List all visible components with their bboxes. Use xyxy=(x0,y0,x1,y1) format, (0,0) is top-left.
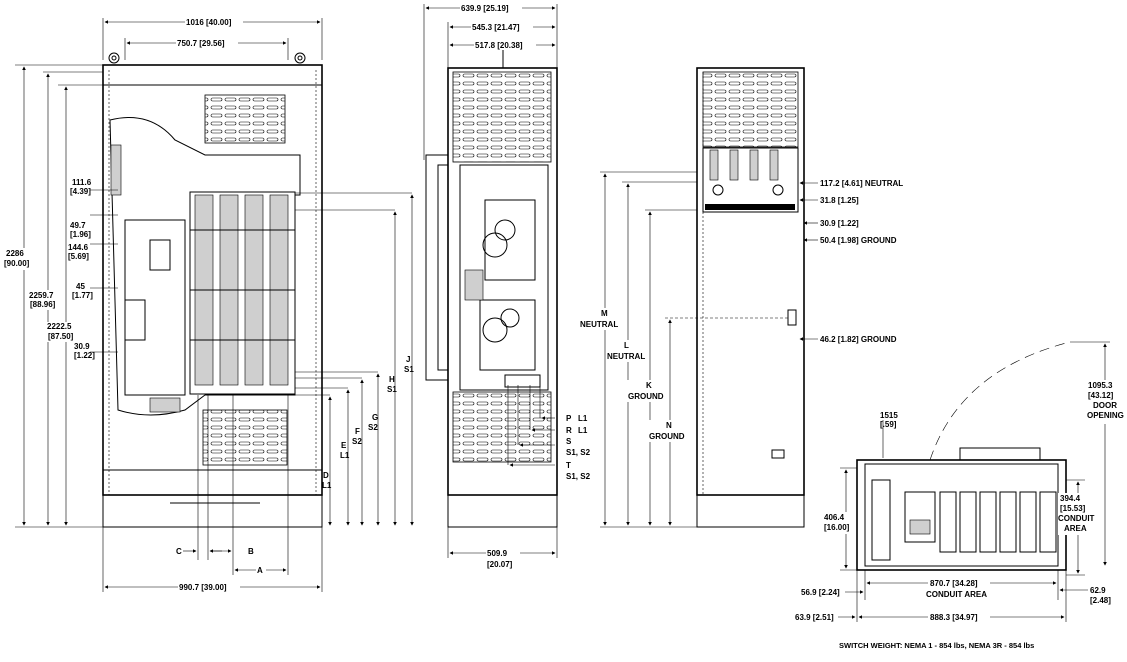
dim-1515: 1515 xyxy=(880,411,898,420)
side-r-sub: L1 xyxy=(578,426,588,435)
rear-n: N xyxy=(666,421,672,430)
conduit-b1: 870.7 [34.28] xyxy=(930,579,978,588)
left-dim-3: 144.6 xyxy=(68,243,89,252)
dim-h-sub: S1 xyxy=(387,385,397,394)
dim-f: F xyxy=(355,427,360,436)
left-dim-2-in: [1.96] xyxy=(70,230,91,239)
dim-b: B xyxy=(248,547,254,556)
front-bottom-width: 990.7 [39.00] xyxy=(179,583,227,592)
dim-62-9-in: [2.48] xyxy=(1090,596,1111,605)
rear-n-sub: GROUND xyxy=(649,432,685,441)
side-top3: 517.8 [20.38] xyxy=(475,41,523,50)
side-s: S xyxy=(566,437,572,446)
front-right-dims: D L1 E L1 F S2 G S2 H S1 J S1 xyxy=(295,192,414,526)
rear-r1: 117.2 [4.61] NEUTRAL xyxy=(820,179,903,188)
left-dim-5-in: [1.22] xyxy=(74,351,95,360)
dim-g: G xyxy=(372,413,378,422)
dim-a: A xyxy=(257,566,263,575)
switch-weight: SWITCH WEIGHT: NEMA 1 - 854 lbs, NEMA 3R… xyxy=(839,641,1034,650)
rear-r4: 50.4 [1.98] GROUND xyxy=(820,236,897,245)
height-2-in: [88.96] xyxy=(30,300,56,309)
door-2: [43.12] xyxy=(1088,391,1114,400)
dim-888: 888.3 [34.97] xyxy=(930,613,978,622)
conduit-r2: [15.53] xyxy=(1060,504,1086,513)
dim-f-sub: S2 xyxy=(352,437,362,446)
dim-g-sub: S2 xyxy=(368,423,378,432)
rear-r5: 46.2 [1.82] GROUND xyxy=(820,335,897,344)
rear-r3: 30.9 [1.22] xyxy=(820,219,859,228)
dim-63-9: 63.9 [2.51] xyxy=(795,613,834,622)
rear-m: M xyxy=(601,309,608,318)
front-left-dims: 111.6 [4.39] 49.7 [1.96] 144.6 [5.69] 45… xyxy=(68,178,95,360)
dim-56-9: 56.9 [2.24] xyxy=(801,588,840,597)
height-total: 2286 xyxy=(6,249,24,258)
top-view-breakers xyxy=(939,491,1057,553)
rear-view: M NEUTRAL L NEUTRAL K GROUND N GROUND 11… xyxy=(578,67,903,528)
conduit-r3: CONDUIT xyxy=(1058,514,1095,523)
side-view: 639.9 [25.19] 545.3 [21.47] 517.8 [20.38… xyxy=(423,3,591,569)
side-bottom: 509.9 xyxy=(487,549,508,558)
side-s-sub: S1, S2 xyxy=(566,448,591,457)
dim-j: J xyxy=(406,355,410,364)
door-4: OPENING xyxy=(1087,411,1124,420)
left-dim-2: 49.7 xyxy=(70,221,86,230)
rear-m-sub: NEUTRAL xyxy=(580,320,618,329)
breaker-poles xyxy=(190,194,295,386)
rear-r2: 31.8 [1.25] xyxy=(820,196,859,205)
dim-406: 406.4 xyxy=(824,513,845,522)
left-dim-4-in: [1.77] xyxy=(72,291,93,300)
side-p-sub: L1 xyxy=(578,414,588,423)
side-t-sub: S1, S2 xyxy=(566,472,591,481)
side-bottom-in: [20.07] xyxy=(487,560,513,569)
height-total-in: [90.00] xyxy=(4,259,30,268)
dim-h: H xyxy=(389,375,395,384)
left-dim-1: 111.6 xyxy=(72,178,92,187)
conduit-r1: 394.4 xyxy=(1060,494,1081,503)
side-p: P xyxy=(566,414,572,423)
side-top1: 639.9 [25.19] xyxy=(461,4,509,13)
conduit-r4: AREA xyxy=(1064,524,1087,533)
rear-l-sub: NEUTRAL xyxy=(607,352,645,361)
conduit-b2: CONDUIT AREA xyxy=(926,590,987,599)
top-view: 1095.3 [43.12] DOOR OPENING 1515 [.59] 4… xyxy=(795,341,1125,622)
height-2: 2259.7 xyxy=(29,291,54,300)
dim-62-9: 62.9 xyxy=(1090,586,1106,595)
dim-e: E xyxy=(341,441,347,450)
left-dim-4: 45 xyxy=(76,282,85,291)
dim-j-sub: S1 xyxy=(404,365,414,374)
front-view: 1016 [40.00] 750.7 [29.56] xyxy=(3,17,414,592)
dim-406-in: [16.00] xyxy=(824,523,850,532)
rear-k: K xyxy=(646,381,652,390)
dim-d-sub: L1 xyxy=(322,481,332,490)
dim-d: D xyxy=(323,471,329,480)
left-dim-3-in: [5.69] xyxy=(68,252,89,261)
rear-l: L xyxy=(624,341,629,350)
dim-e-sub: L1 xyxy=(340,451,350,460)
left-dim-1-in: [4.39] xyxy=(70,187,91,196)
rear-busbars xyxy=(705,149,795,210)
rear-k-sub: GROUND xyxy=(628,392,664,401)
height-3: 2222.5 xyxy=(47,322,72,331)
height-3-in: [87.50] xyxy=(48,332,74,341)
dim-c: C xyxy=(176,547,182,556)
front-top-inner: 750.7 [29.56] xyxy=(177,39,225,48)
side-r: R xyxy=(566,426,572,435)
side-t: T xyxy=(566,461,571,470)
left-dim-5: 30.9 xyxy=(74,342,90,351)
door-3: DOOR xyxy=(1093,401,1117,410)
side-top2: 545.3 [21.47] xyxy=(472,23,520,32)
dim-1515-in: [.59] xyxy=(880,420,897,429)
door-1: 1095.3 xyxy=(1088,381,1113,390)
front-top-width: 1016 [40.00] xyxy=(186,18,232,27)
